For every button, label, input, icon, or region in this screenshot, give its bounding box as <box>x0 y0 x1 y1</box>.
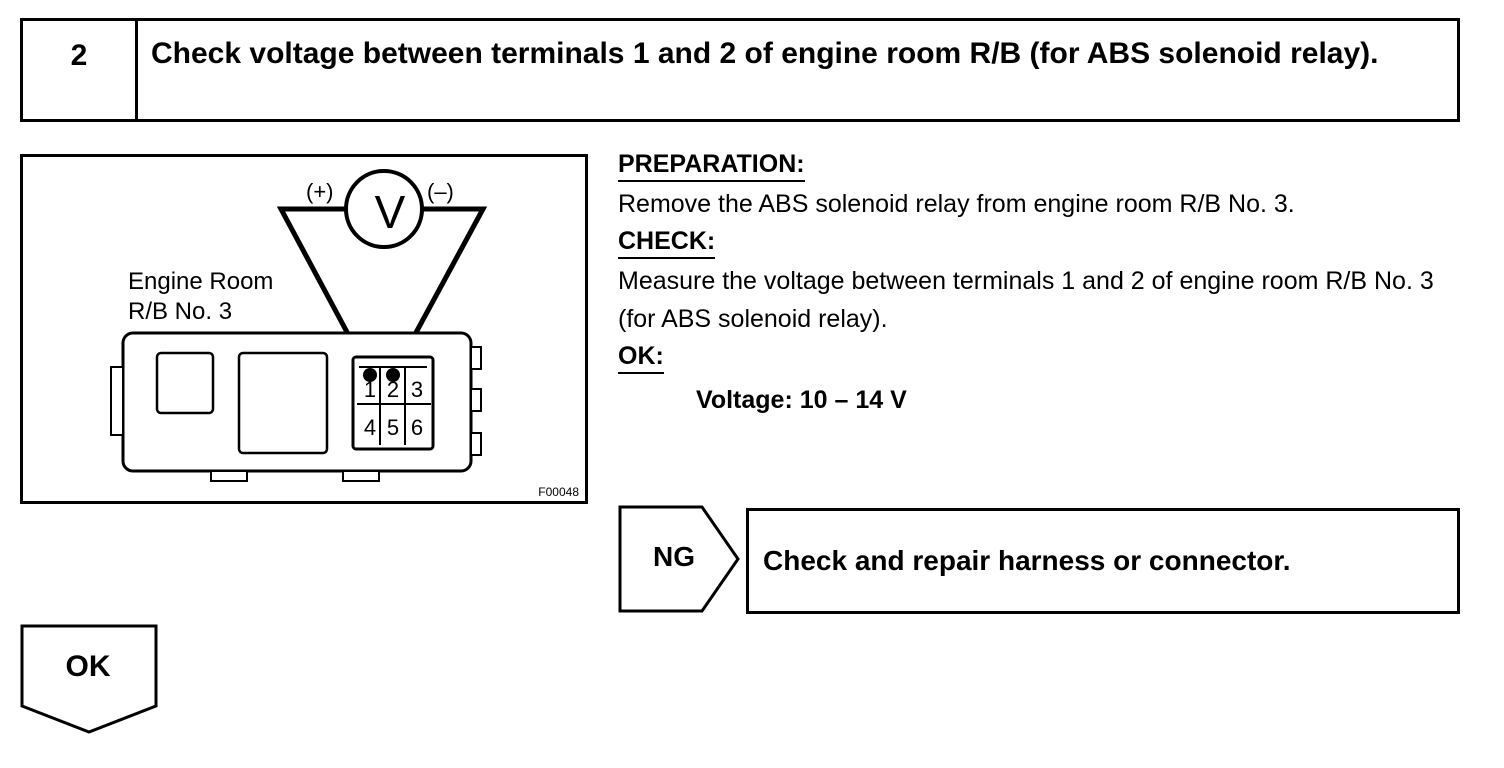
step-header: 2 Check voltage between terminals 1 and … <box>20 18 1460 122</box>
figure-label-line: R/B No. 3 <box>128 298 233 325</box>
figure-label: Engine Room R/B No. 3 <box>128 267 273 327</box>
positive-symbol: (+) <box>306 179 334 204</box>
probe-point-1 <box>363 368 377 382</box>
voltmeter-symbol: V <box>374 186 406 238</box>
bottom-tab <box>210 470 248 482</box>
terminal-label: 2 <box>386 377 400 402</box>
arrow-right-icon <box>618 505 740 613</box>
ng-tag: NG <box>618 505 742 613</box>
right-tab <box>470 346 482 370</box>
left-tab <box>110 366 124 436</box>
probe-point-2 <box>386 368 400 382</box>
ok-value: Voltage: 10 – 14 V <box>696 386 907 414</box>
right-tab <box>470 388 482 412</box>
relay-box-figure: (+) (–) V Engine Room R/B No. 3 1 2 3 4 … <box>20 154 588 504</box>
ng-label: NG <box>653 541 695 572</box>
relay-socket <box>237 351 329 455</box>
ok-tag: OK <box>20 624 160 736</box>
relay-box-diagram <box>110 169 488 482</box>
ok-label: OK <box>65 650 111 683</box>
ok-heading: OK: <box>618 342 664 374</box>
ng-action-box: Check and repair harness or connector. <box>746 508 1460 614</box>
check-heading: CHECK: <box>618 227 716 259</box>
voltmeter-icon <box>344 169 424 249</box>
preparation-text: Remove the ABS solenoid relay from engin… <box>618 190 1295 218</box>
check-text: Measure the voltage between terminals 1 … <box>618 267 1434 333</box>
relay-socket <box>155 351 215 415</box>
terminal-label: 1 <box>363 377 377 402</box>
arrow-down-icon <box>20 624 158 734</box>
figure-code: F00048 <box>538 485 579 499</box>
terminal-label: 3 <box>410 377 424 402</box>
right-tab <box>470 432 482 456</box>
instructions: PREPARATION: Remove the ABS solenoid rel… <box>618 150 1478 415</box>
terminal-label: 4 <box>363 415 377 440</box>
preparation-heading: PREPARATION: <box>618 150 805 182</box>
terminal-label: 5 <box>386 415 400 440</box>
ng-action-text: Check and repair harness or connector. <box>763 545 1291 576</box>
bottom-tab <box>342 470 380 482</box>
terminal-label: 6 <box>410 415 424 440</box>
positive-lead <box>276 206 373 377</box>
step-number: 2 <box>23 21 138 119</box>
figure-label-line: Engine Room <box>128 268 274 295</box>
negative-lead <box>390 206 488 377</box>
step-title: Check voltage between terminals 1 and 2 … <box>151 37 1379 70</box>
negative-symbol: (–) <box>427 179 454 204</box>
